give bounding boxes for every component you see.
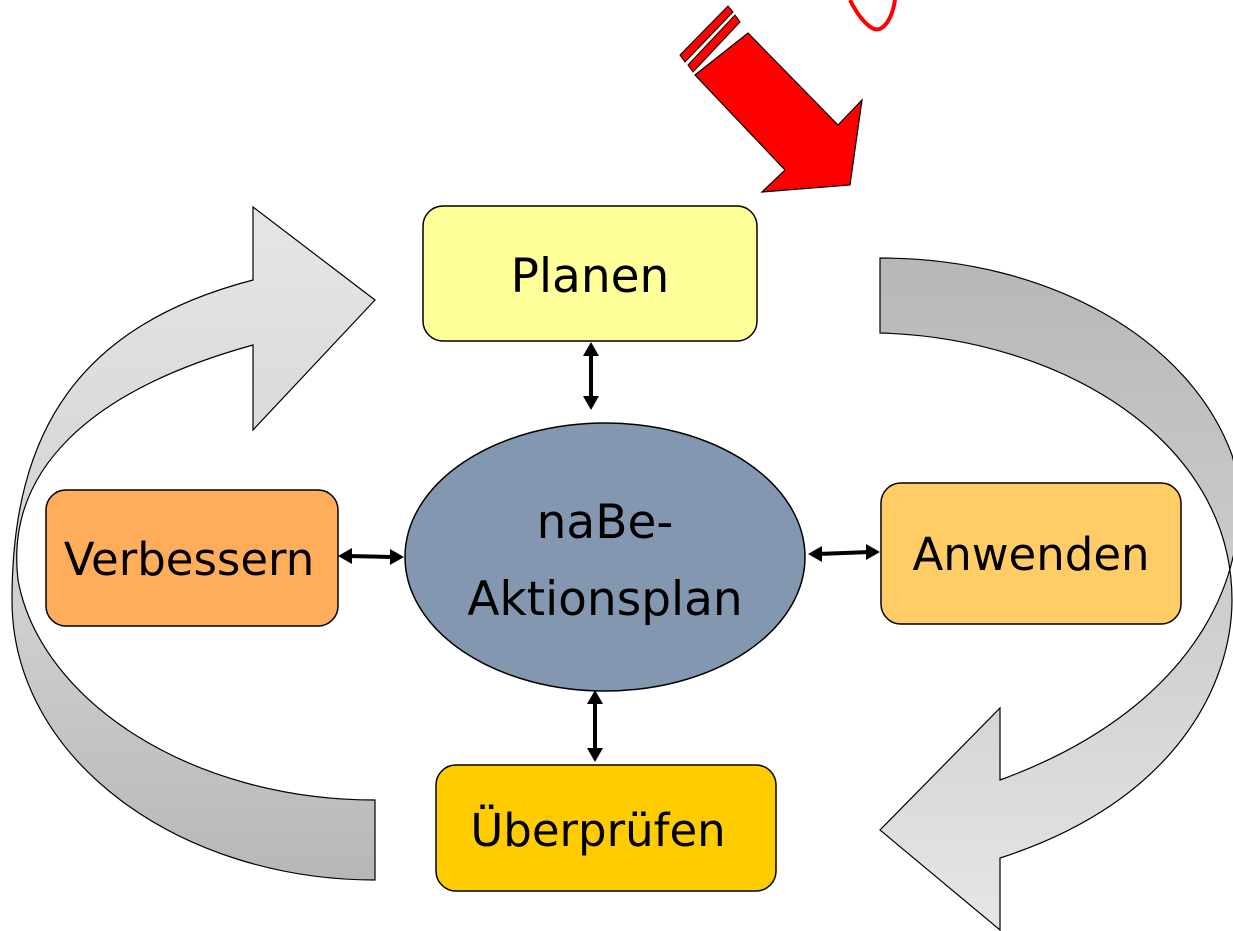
- connector-anwenden: [808, 544, 880, 562]
- node-planen-label: Planen: [511, 249, 670, 304]
- node-ueberpruefen: Überprüfen: [435, 764, 777, 892]
- center-node: naBe- Aktionsplan: [404, 422, 806, 692]
- entry-arrow: [679, 0, 897, 193]
- node-anwenden-label: Anwenden: [912, 528, 1149, 581]
- cycle-arrow-right: [879, 257, 1233, 931]
- node-planen: Planen: [422, 205, 758, 342]
- node-ueberpruefen-label: Überprüfen: [470, 804, 725, 857]
- connector-verbessern: [338, 548, 404, 565]
- connector-planen: [583, 342, 599, 410]
- node-verbessern-label: Verbessern: [64, 533, 315, 586]
- cycle-arrow-left: [11, 205, 376, 881]
- center-label-line1: naBe-: [537, 495, 674, 550]
- node-verbessern: Verbessern: [45, 489, 339, 627]
- node-anwenden: Anwenden: [880, 482, 1182, 625]
- center-label-line2: Aktionsplan: [467, 572, 742, 627]
- connector-ueberpruefen: [587, 690, 603, 762]
